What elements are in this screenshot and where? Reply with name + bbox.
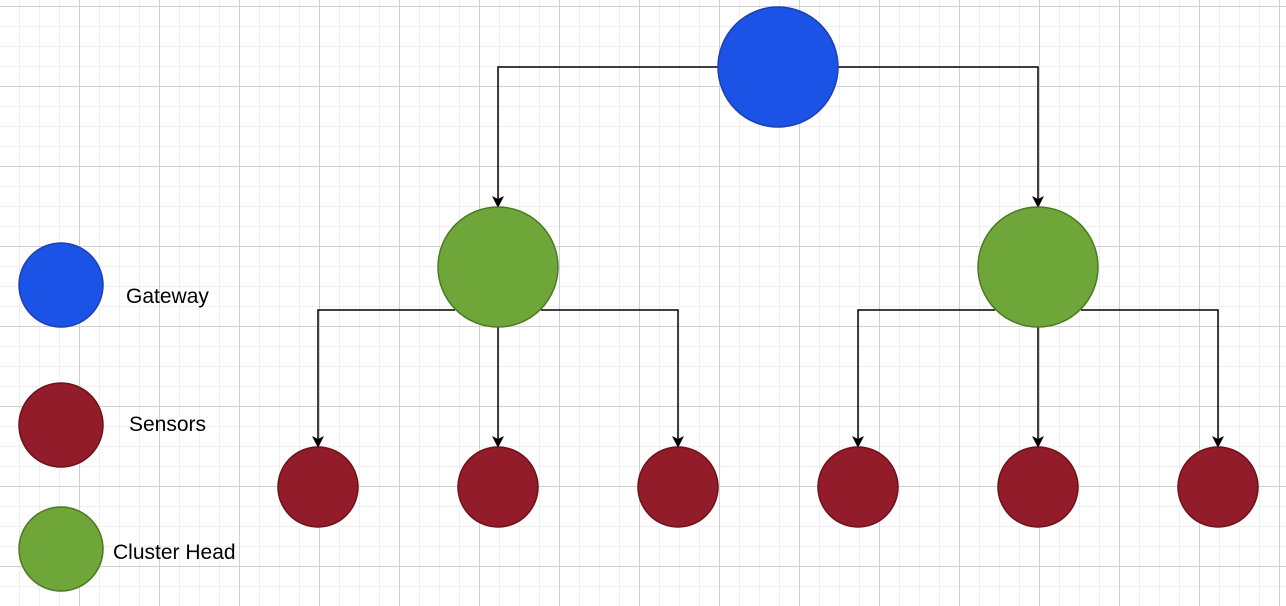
node-sensor-3[interactable]	[637, 446, 719, 528]
node-sensor-5[interactable]	[997, 446, 1079, 528]
edges-layer	[312, 66, 1224, 448]
edge-cluster-head-right-to-sensor-6	[1081, 309, 1224, 448]
node-cluster-head-right[interactable]	[977, 206, 1099, 328]
legend-swatch-cluster-head	[18, 506, 104, 592]
nodes-layer	[277, 6, 1259, 528]
legend-swatch-gateway	[18, 242, 104, 328]
legend-swatches	[18, 242, 104, 592]
legend-swatch-sensors	[18, 382, 104, 468]
edge-cluster-head-left-to-sensor-1	[312, 309, 455, 448]
node-cluster-head-left[interactable]	[437, 206, 559, 328]
edge-cluster-head-right-to-sensor-4	[852, 309, 995, 448]
legend-label-gateway: Gateway	[126, 285, 209, 308]
edge-gateway-to-cluster-head-right	[838, 66, 1044, 208]
edge-cluster-head-left-to-sensor-3	[541, 309, 684, 448]
node-gateway[interactable]	[717, 6, 839, 128]
node-sensor-4[interactable]	[817, 446, 899, 528]
edge-gateway-to-cluster-head-left	[492, 66, 718, 208]
legend-label-cluster-head: Cluster Head	[113, 541, 236, 564]
node-sensor-2[interactable]	[457, 446, 539, 528]
node-sensor-6[interactable]	[1177, 446, 1259, 528]
legend-label-sensors: Sensors	[129, 413, 207, 436]
node-sensor-1[interactable]	[277, 446, 359, 528]
